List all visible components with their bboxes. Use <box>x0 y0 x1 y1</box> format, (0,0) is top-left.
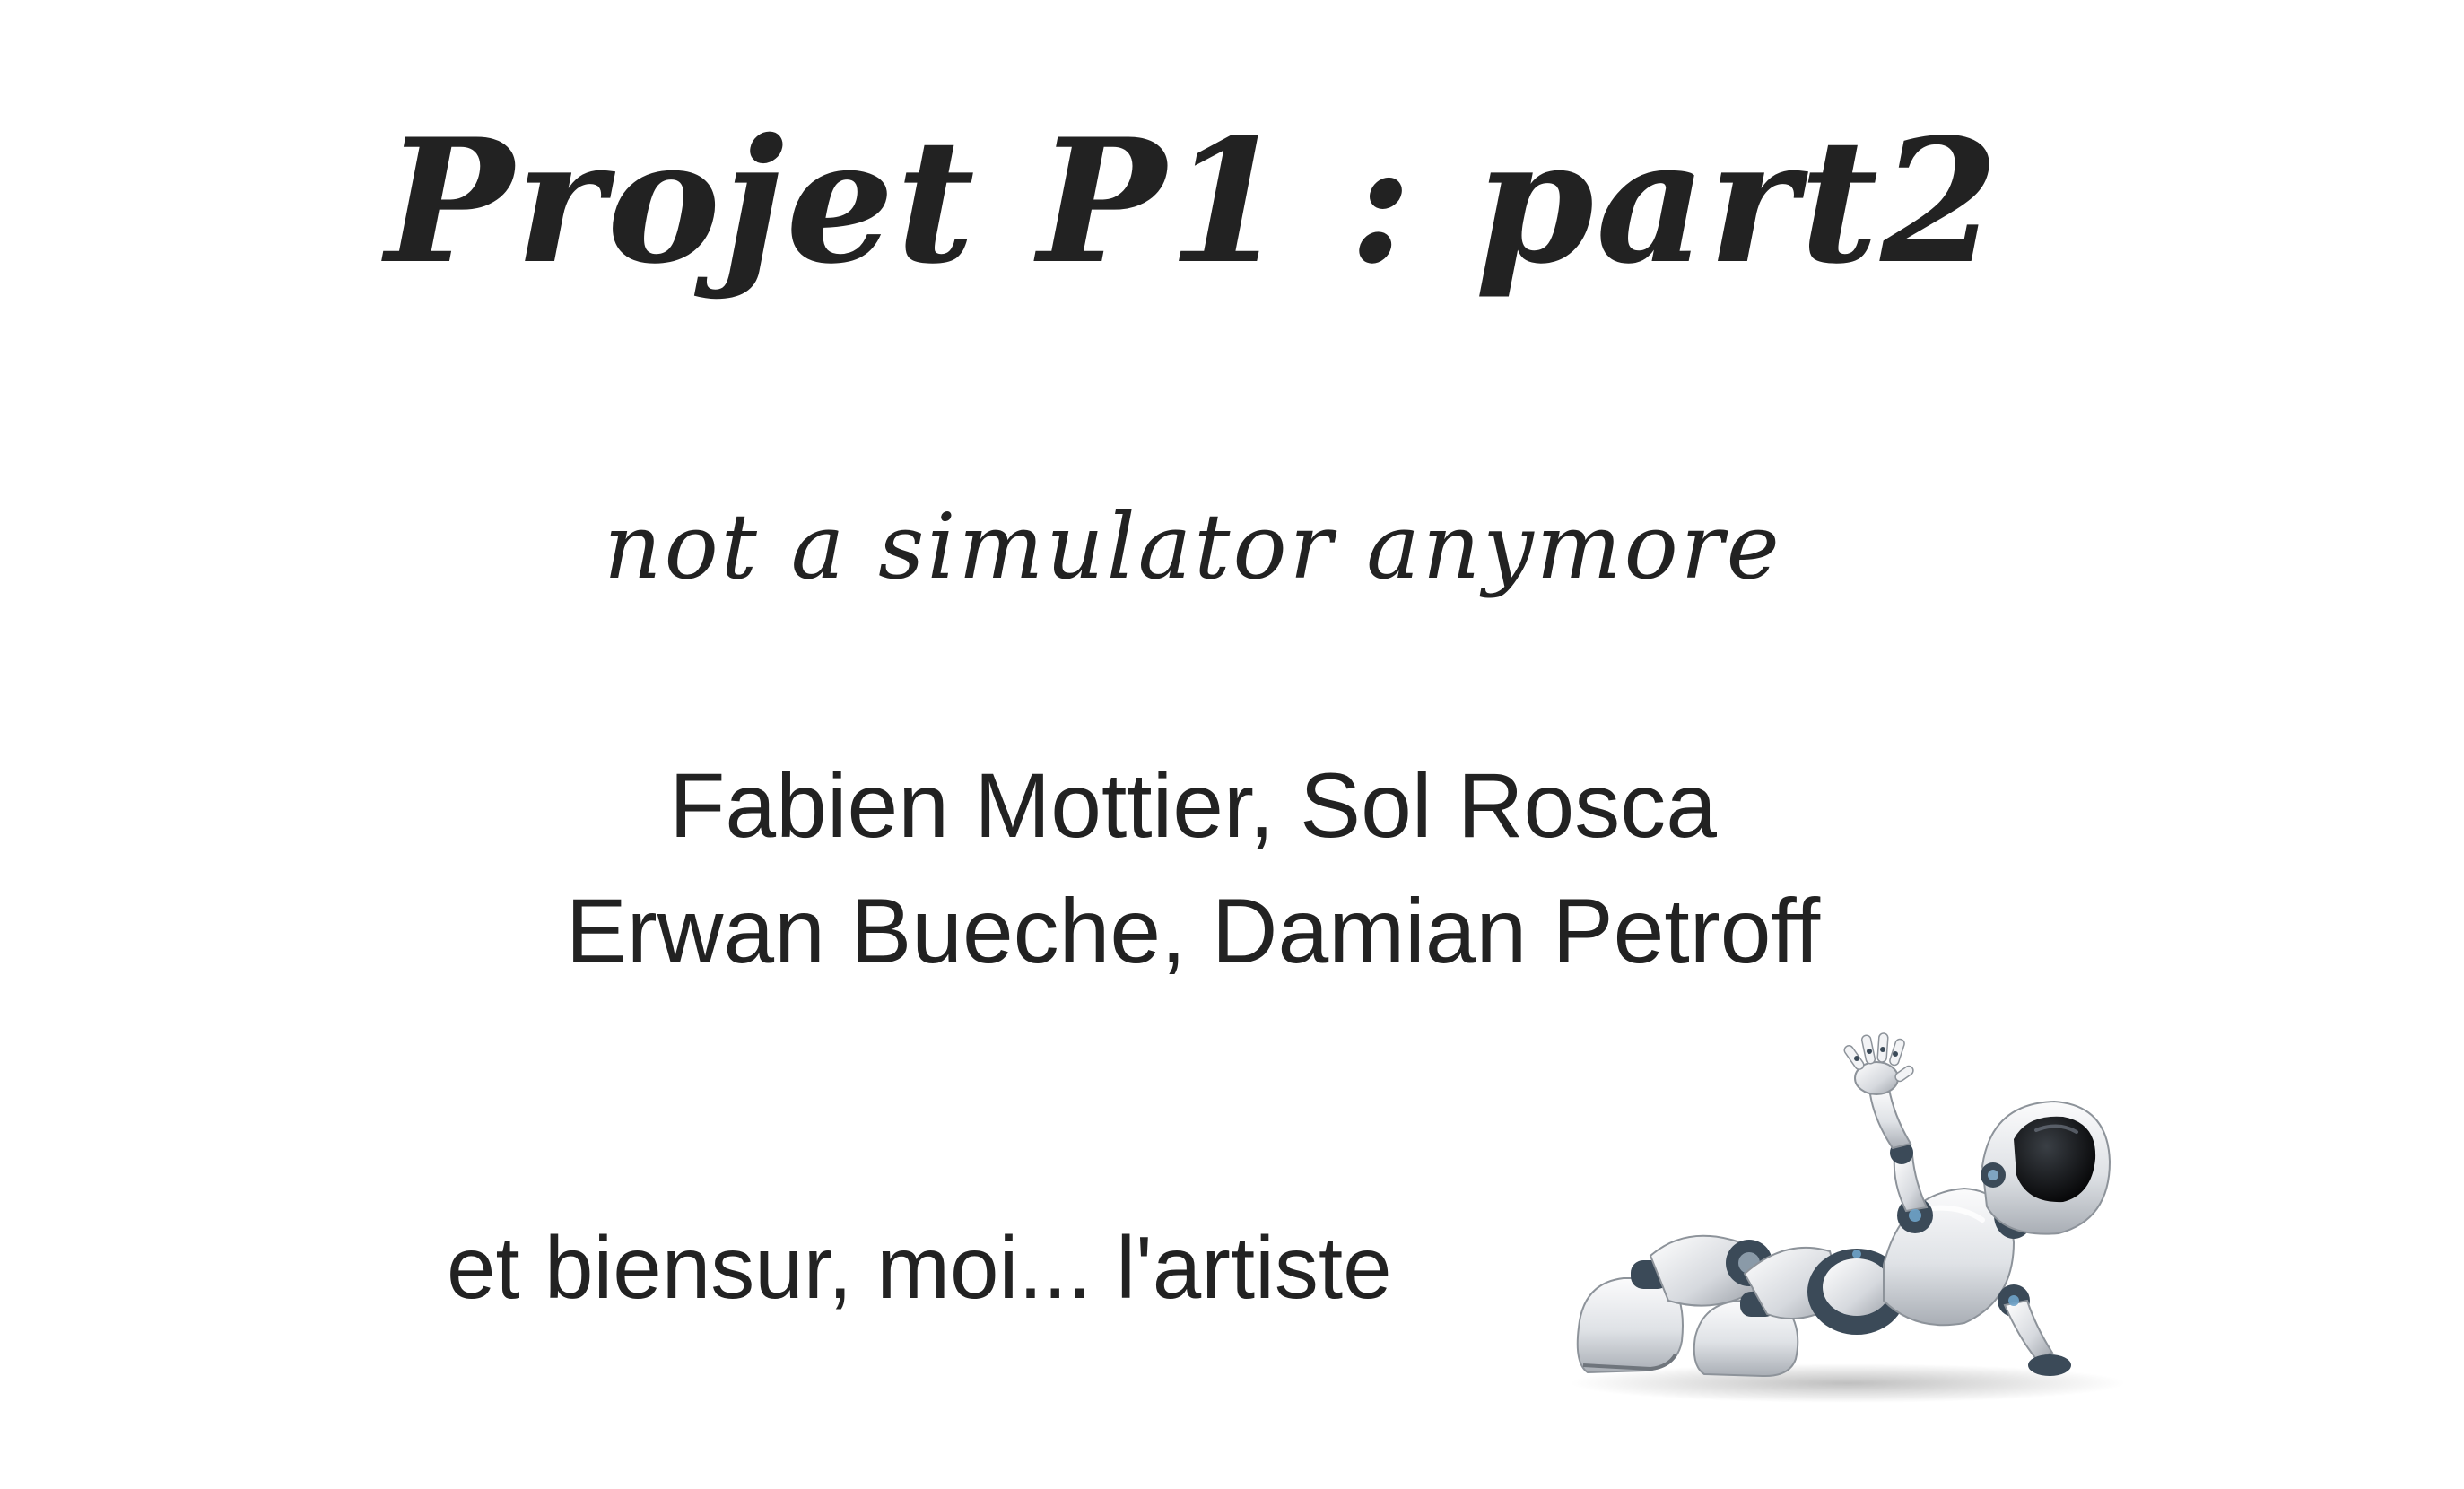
robot-foot <box>1693 1299 1799 1378</box>
robot-forearm <box>1868 1087 1912 1150</box>
reclining-robot-icon <box>1570 1032 2126 1403</box>
slide-subtitle: not a simulator anymore <box>604 494 1782 599</box>
robot-foot-sole <box>1582 1353 1677 1371</box>
robot-hand <box>2028 1354 2071 1376</box>
slide-title: Projet P1 : part2 <box>385 101 2001 301</box>
author-list: Fabien Mottier, Sol Rosca Erwan Bueche, … <box>0 743 2386 994</box>
robot-visor <box>2014 1116 2096 1203</box>
author-line: Erwan Bueche, Damian Petroff <box>565 880 1821 982</box>
robot-foot <box>1576 1277 1684 1374</box>
author-line: Fabien Mottier, Sol Rosca <box>669 754 1717 857</box>
robot-forearm <box>2003 1299 2054 1361</box>
artist-tagline: et biensur, moi... l'artiste <box>447 1218 1392 1317</box>
